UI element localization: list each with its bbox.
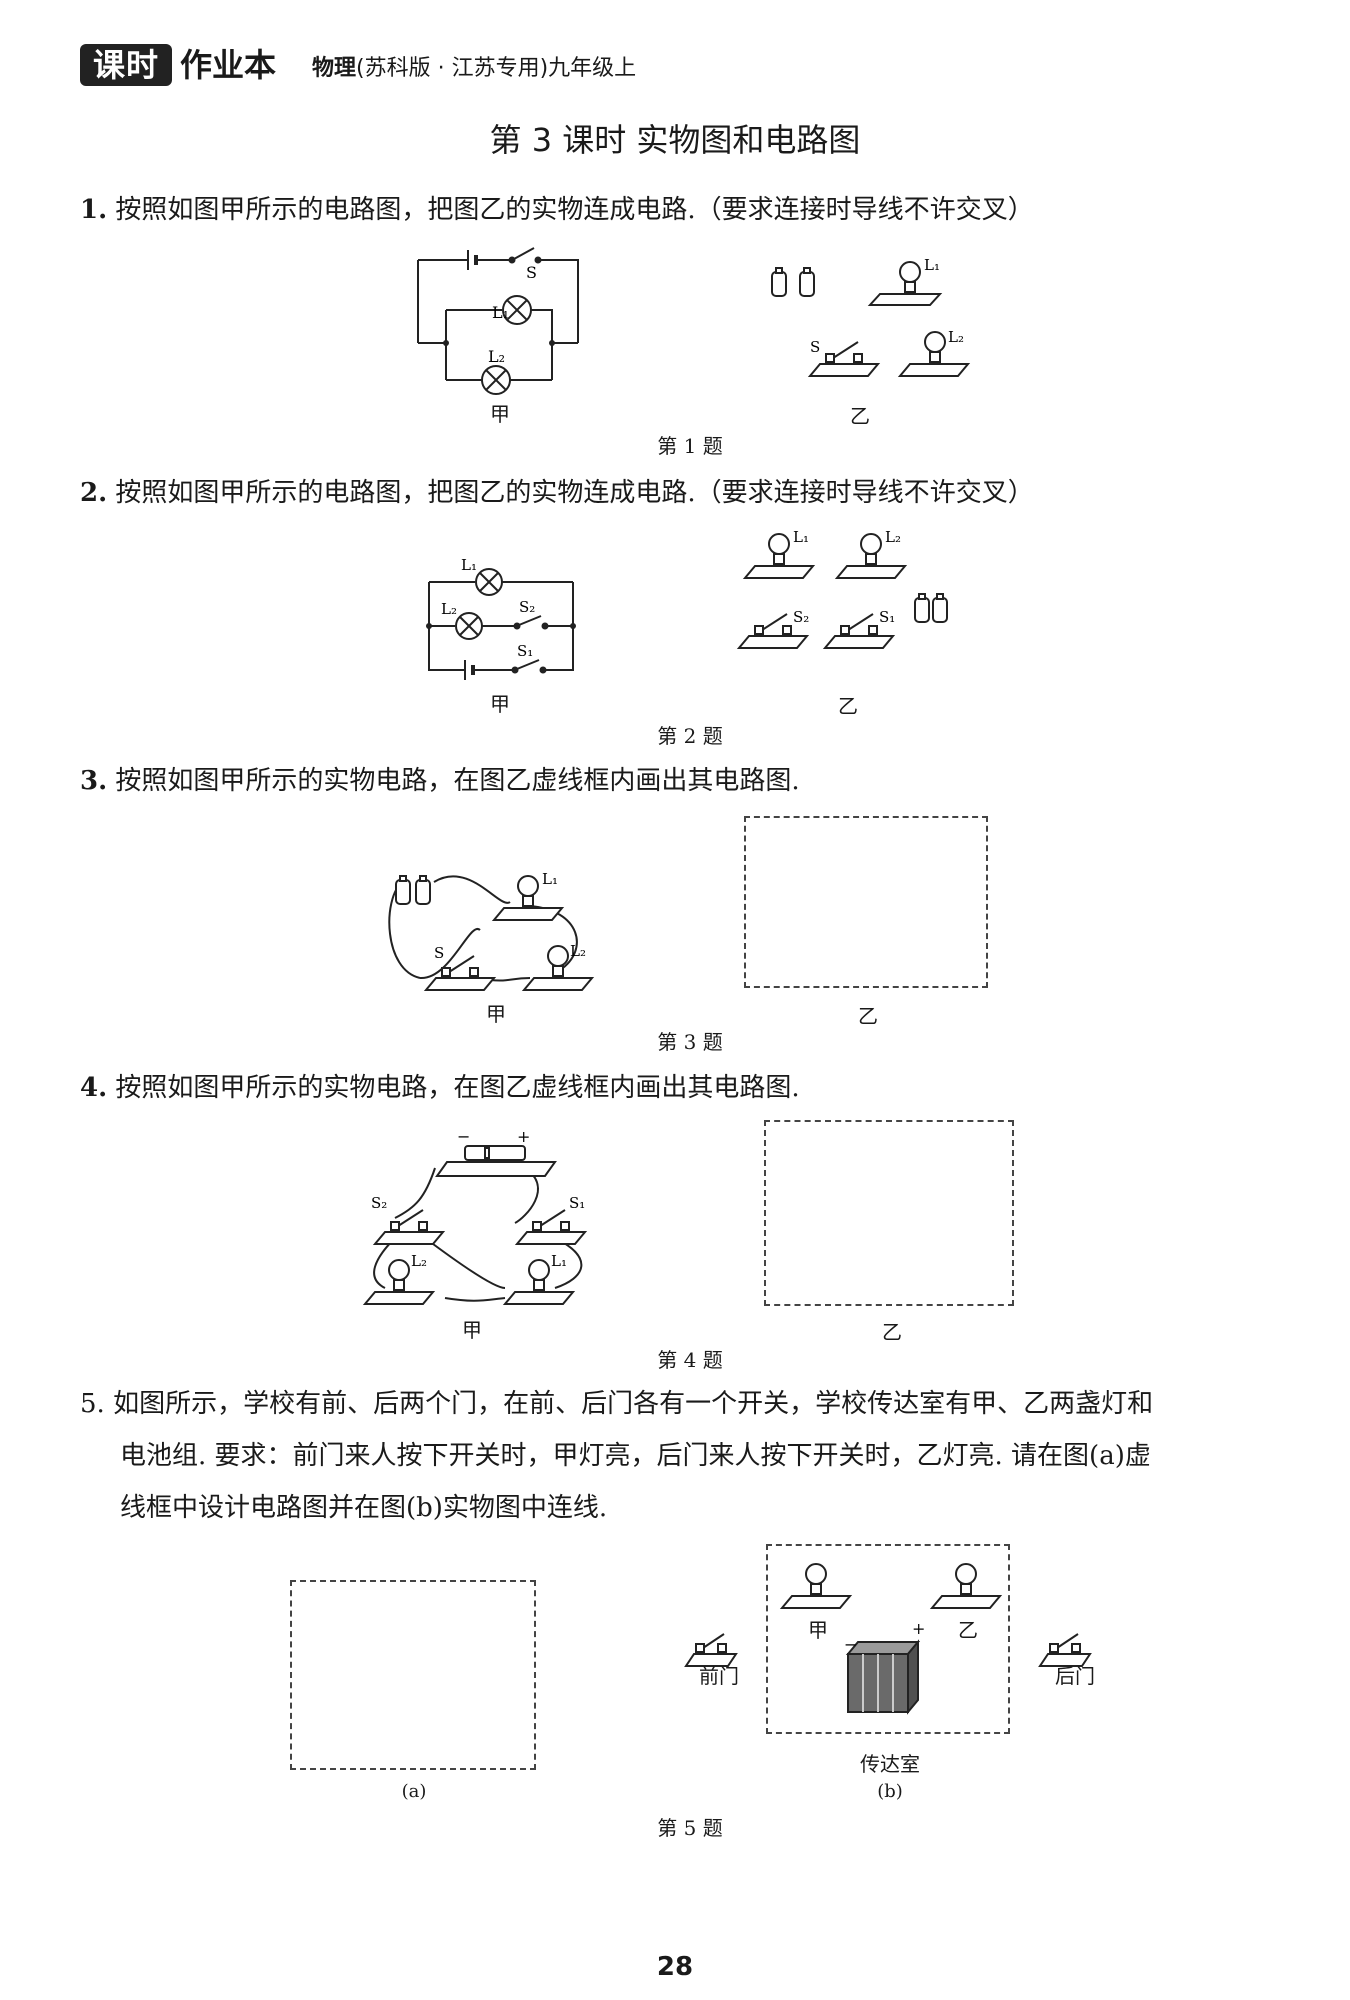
q1-real-components: L₁ S L₂ xyxy=(771,256,971,377)
figure-label-jia: 甲 xyxy=(490,692,510,716)
question-text: 按照如图甲所示的电路图，把图乙的实物连成电路.（要求连接时导线不许交叉） xyxy=(115,195,1034,225)
subject-edition: (苏科版 · 江苏专用)九年级上 xyxy=(356,56,637,81)
brand-title: 作业本 xyxy=(180,46,277,84)
question-text: 按照如图甲所示的电路图，把图乙的实物连成电路.（要求连接时导线不许交叉） xyxy=(115,478,1034,508)
subject-line: 物理(苏科版 · 江苏专用)九年级上 xyxy=(312,54,636,84)
label-S2: S₂ xyxy=(519,598,535,616)
label-L1: L₁ xyxy=(492,303,509,322)
question-caption: 第 4 题 xyxy=(657,1348,723,1372)
lesson-title: 第 3 课时 实物图和电路图 xyxy=(489,121,861,159)
answer-box-a[interactable] xyxy=(290,1580,536,1770)
question-2: 2. 按照如图甲所示的电路图，把图乙的实物连成电路.（要求连接时导线不许交叉） xyxy=(80,475,1280,511)
back-door-label: 后门 xyxy=(1055,1664,1095,1688)
answer-box[interactable] xyxy=(764,1120,1014,1306)
label-S: S xyxy=(526,263,537,282)
label-S: S xyxy=(434,944,444,962)
q1-circuit-diagram: S L₁ L₂ xyxy=(417,247,579,395)
question-1: 1. 按照如图甲所示的电路图，把图乙的实物连成电路.（要求连接时导线不许交叉） xyxy=(80,192,1280,228)
label-L1: L₁ xyxy=(551,1252,567,1270)
label-plus: + xyxy=(517,1128,530,1146)
label-S1: S₁ xyxy=(879,608,895,626)
label-S2: S₂ xyxy=(371,1194,387,1212)
label-L2: L₂ xyxy=(570,942,586,960)
figure-label-yi: 乙 xyxy=(882,1320,902,1344)
label-L2: L₂ xyxy=(948,328,964,346)
label-S: S xyxy=(810,338,820,356)
question-number: 5. xyxy=(80,1389,105,1419)
question-3: 3. 按照如图甲所示的实物电路，在图乙虚线框内画出其电路图. xyxy=(80,763,1280,799)
q2-real-components: L₁ L₂ S₂ S₁ xyxy=(736,528,948,649)
label-S1: S₁ xyxy=(569,1194,585,1212)
question-caption: 第 2 题 xyxy=(657,724,723,748)
figure-label-b: (b) xyxy=(877,1781,903,1802)
question-4: 4. 按照如图甲所示的实物电路，在图乙虚线框内画出其电路图. xyxy=(80,1070,1280,1106)
label-S2: S₂ xyxy=(793,608,809,626)
question-text-line-3: 线框中设计电路图并在图(b)实物图中连线. xyxy=(120,1493,608,1523)
label-plus: + xyxy=(912,1619,925,1638)
figure-label-yi: 乙 xyxy=(838,694,858,718)
figure-label-a: (a) xyxy=(401,1781,427,1802)
figure-label-yi: 乙 xyxy=(858,1004,878,1028)
lamp-label-yi: 乙 xyxy=(958,1618,978,1642)
question-text-line-1: 如图所示，学校有前、后两个门，在前、后门各有一个开关，学校传达室有甲、乙两盏灯和 xyxy=(113,1389,1154,1419)
duty-room-label: 传达室 xyxy=(860,1752,920,1776)
front-door-label: 前门 xyxy=(699,1664,739,1688)
question-5: 5. 如图所示，学校有前、后两个门，在前、后门各有一个开关，学校传达室有甲、乙两… xyxy=(80,1378,1270,1534)
subject-name: 物理 xyxy=(312,56,357,81)
label-L1: L₁ xyxy=(924,256,940,274)
question-text: 按照如图甲所示的实物电路，在图乙虚线框内画出其电路图. xyxy=(115,766,800,796)
question-text-line-2: 电池组. 要求：前门来人按下开关时，甲灯亮，后门来人按下开关时，乙灯亮. 请在图… xyxy=(120,1441,1151,1471)
figure-label-yi: 乙 xyxy=(850,404,870,428)
label-L1: L₁ xyxy=(461,556,477,574)
q3-real-circuit: L₁ S L₂ xyxy=(388,870,595,991)
question-number: 2. xyxy=(80,478,108,508)
label-minus: − xyxy=(457,1128,470,1146)
answer-box[interactable] xyxy=(744,816,988,988)
label-L1: L₁ xyxy=(793,528,809,546)
q4-real-circuit: − + S₂ S₁ L₂ L₁ xyxy=(362,1128,588,1305)
q2-circuit-diagram: L₁ L₂ S₂ S₁ xyxy=(426,556,576,680)
brand-logo: 课时 xyxy=(80,44,172,86)
label-minus: − xyxy=(844,1635,857,1654)
page-number: 28 xyxy=(656,1952,694,1982)
q5-real-components: − + xyxy=(684,1563,1092,1715)
question-number: 4. xyxy=(80,1073,108,1103)
figure-label-jia: 甲 xyxy=(486,1002,506,1026)
question-text: 按照如图甲所示的实物电路，在图乙虚线框内画出其电路图. xyxy=(115,1073,800,1103)
label-L2: L₂ xyxy=(488,347,505,366)
question-number: 1. xyxy=(80,195,108,225)
duty-room-box xyxy=(766,1544,1010,1734)
question-number: 3. xyxy=(80,766,108,796)
label-L2: L₂ xyxy=(411,1252,427,1270)
label-L1: L₁ xyxy=(542,870,558,888)
question-caption: 第 3 题 xyxy=(657,1030,723,1054)
figure-label-jia: 甲 xyxy=(490,402,510,426)
lamp-label-jia: 甲 xyxy=(808,1618,828,1642)
question-caption: 第 5 题 xyxy=(657,1816,723,1840)
label-S1: S₁ xyxy=(517,642,533,660)
question-caption: 第 1 题 xyxy=(657,434,723,458)
figure-label-jia: 甲 xyxy=(462,1318,482,1342)
label-L2: L₂ xyxy=(885,528,901,546)
label-L2: L₂ xyxy=(441,600,457,618)
